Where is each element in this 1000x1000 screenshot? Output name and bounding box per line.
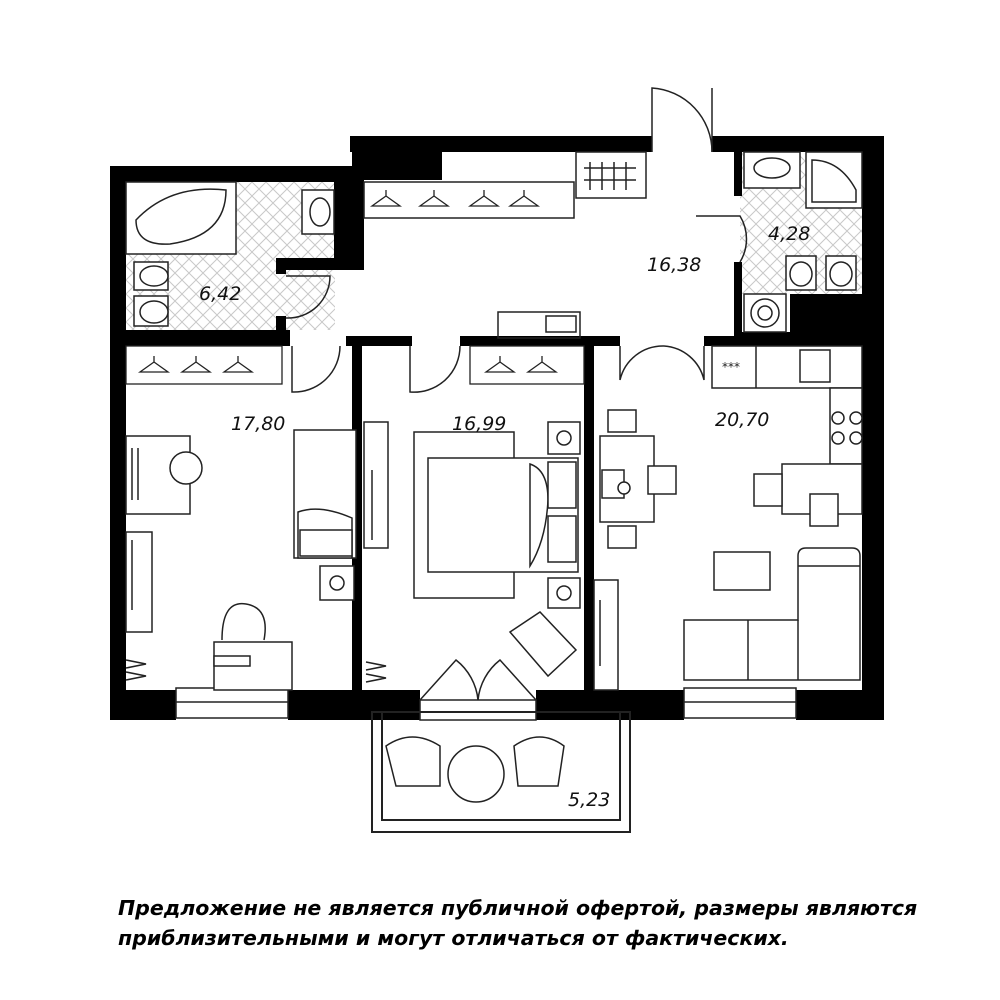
- area-bathroom-1: 6,42: [199, 283, 241, 305]
- kitchen-furniture: [593, 345, 863, 691]
- disclaimer-line-1: Предложение не является публичной оферто…: [118, 896, 918, 920]
- stove-marks: ***: [722, 360, 740, 374]
- hall-furniture: [363, 151, 647, 339]
- doors: [285, 87, 748, 701]
- bathroom-2-fixtures: [743, 151, 863, 333]
- balcony: [371, 711, 631, 833]
- bathroom-1-fixtures: [125, 181, 335, 327]
- walls: [110, 136, 884, 720]
- area-room-1: 17,80: [231, 413, 285, 435]
- disclaimer-text: Предложение не является публичной оферто…: [118, 893, 938, 953]
- room-2-furniture: [363, 421, 581, 683]
- area-hall: 16,38: [647, 254, 701, 276]
- balcony-furniture: [385, 736, 565, 803]
- area-kitchen: 20,70: [715, 409, 769, 431]
- floor-plan: *** 6,42 16,38 4,28 17,80 16,99 20,70 5,…: [110, 87, 884, 833]
- windows: [175, 687, 797, 721]
- disclaimer-line-2: приблизительными и могут отличаться от ф…: [118, 926, 789, 950]
- hanger-icons: [125, 190, 585, 385]
- area-bathroom-2: 4,28: [768, 223, 810, 245]
- area-balcony: 5,23: [568, 789, 610, 811]
- area-room-2: 16,99: [452, 413, 506, 435]
- room-1-furniture: [125, 429, 357, 691]
